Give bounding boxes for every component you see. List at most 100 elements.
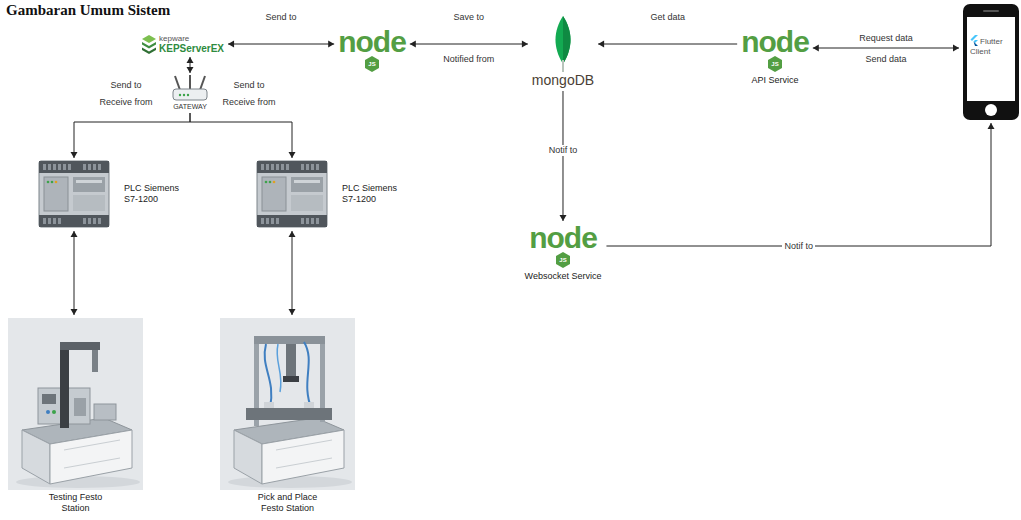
drawing-part [93, 164, 96, 170]
connector-line [190, 113, 292, 158]
arrow-head [559, 215, 566, 221]
drawing-part [83, 218, 86, 224]
phone-speaker [983, 10, 999, 12]
nodejs-service: nodeJS [338, 28, 406, 72]
arrow-head [187, 67, 194, 73]
drawing-part [64, 458, 120, 468]
drawing-part [175, 76, 180, 90]
drawing-part [262, 430, 344, 484]
drawing-part [142, 35, 156, 43]
drawing-part [46, 410, 50, 414]
mongodb-leaf [553, 16, 573, 72]
drawing-part [306, 218, 309, 224]
drawing-part [562, 60, 564, 72]
drawing-part [88, 218, 91, 224]
connector-arrow [606, 123, 994, 246]
arrow-head [988, 123, 995, 129]
connector-line [74, 231, 75, 315]
drawing-part [142, 48, 156, 55]
arrow-head [289, 152, 296, 158]
service-name: API Service [751, 75, 798, 86]
flutter-client-phone: Flutter Client [963, 4, 1019, 120]
flow-note: Receive from [99, 97, 152, 108]
drawing-part [271, 218, 274, 224]
nodejs-wordmark: node [741, 28, 809, 56]
edge-label: Send to [110, 80, 141, 91]
drawing-part [63, 164, 66, 170]
drawing-part [970, 35, 978, 46]
drawing-part [291, 195, 323, 211]
connector-arrow [289, 231, 296, 315]
flow-note: Receive from [222, 97, 275, 108]
drawing-part [256, 160, 328, 228]
flow-note: Notified from [443, 54, 494, 65]
edge-label: Get data [650, 12, 685, 23]
drawing-part [68, 164, 71, 170]
drawing-part [316, 218, 319, 224]
drawing-part [52, 410, 56, 414]
drawing-part [44, 177, 68, 211]
service-name: Websocket Service [525, 271, 602, 282]
drawing-part [246, 408, 332, 420]
drawing-part [55, 181, 58, 184]
drawing-part [276, 164, 279, 170]
drawing-part [311, 164, 314, 170]
mongodb-wordmark: mongoDB [532, 72, 594, 88]
js-badge-text: JS [768, 56, 782, 72]
phone-home-button [985, 104, 997, 116]
arrow-head [328, 41, 334, 48]
drawing-part [142, 35, 156, 54]
drawing-part [264, 402, 274, 408]
drawing-part [48, 218, 51, 224]
drawing-part [277, 344, 281, 392]
drawing-part [98, 218, 101, 224]
js-badge: JS [556, 252, 570, 268]
drawing-part [48, 164, 51, 170]
drawing-part [306, 164, 309, 170]
connector-arrow [71, 113, 191, 158]
nodejs-wordmark: node [338, 28, 406, 56]
drawing-part [60, 342, 69, 428]
drawing-part [73, 177, 105, 192]
arrow-head [71, 309, 78, 315]
screen-content: Flutter Client [970, 35, 1014, 57]
drawing-part [768, 56, 782, 72]
drawing-part [556, 252, 570, 268]
drawing-part [301, 218, 304, 224]
drawing-part [51, 181, 54, 184]
arrow-head [410, 41, 416, 48]
drawing-part [311, 218, 314, 224]
connector-line [813, 48, 959, 49]
gateway-label: GATEWAY [173, 102, 207, 111]
plc-unit: PLC Siemens S7-1200 [256, 160, 406, 228]
arrow-head [71, 231, 78, 237]
edge-label: Notif to [782, 241, 815, 252]
drawing-part [179, 94, 181, 96]
drawing-part [273, 181, 276, 184]
drawing-part [42, 394, 56, 404]
edge-label: Notif to [547, 145, 580, 156]
drawing-part [220, 318, 355, 490]
flutter-icon [970, 35, 978, 46]
kepware-icon [142, 35, 156, 54]
station-label: Testing Festo Station [40, 492, 112, 514]
drawing-part [98, 164, 101, 170]
drawing-part [53, 218, 56, 224]
drawing-part [262, 177, 286, 211]
kepware-logo: kepwareKEPServerEX [142, 34, 224, 55]
client-name: Flutter Client [970, 37, 1003, 56]
mongodb-database: mongoDB [532, 16, 594, 88]
drawing-part [189, 75, 191, 90]
drawing-part [283, 376, 299, 382]
festo-station: Pick and Place Festo Station [220, 318, 355, 514]
drawing-part [563, 16, 571, 64]
drawing-part [187, 94, 189, 96]
gateway-router: GATEWAY [170, 74, 210, 111]
drawing-part [974, 42, 979, 47]
drawing-part [304, 402, 314, 408]
drawing-part [257, 215, 327, 227]
arrow-head [953, 45, 959, 52]
connector-line [598, 44, 737, 45]
plc-unit: PLC Siemens S7-1200 [38, 160, 188, 228]
plc-illustration [256, 160, 328, 228]
